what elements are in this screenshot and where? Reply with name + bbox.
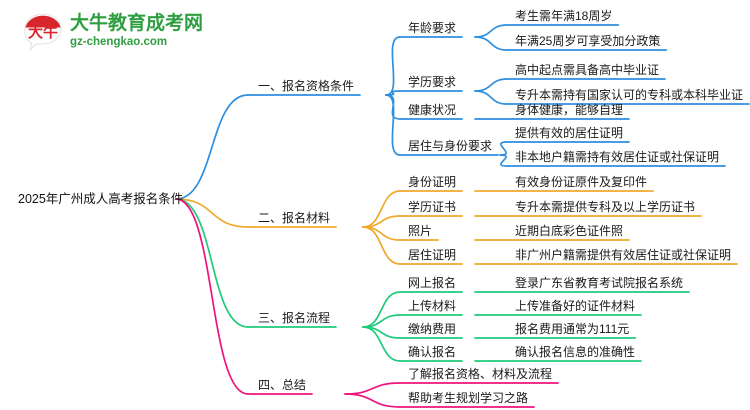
- branch4-item-1[interactable]: 了解报名资格、材料及流程: [408, 367, 553, 381]
- branch2-child-4[interactable]: 居住证明: [408, 248, 457, 262]
- branch1-leaf-1-2[interactable]: 年满25周岁可享受加分政策: [515, 34, 661, 48]
- branch-label-4[interactable]: 四、总结: [258, 378, 307, 392]
- branch1-child-2[interactable]: 学历要求: [408, 75, 457, 89]
- branch2-leaf-2-1[interactable]: 专升本需提供专科及以上学历证书: [515, 200, 696, 214]
- branch2-child-1[interactable]: 身份证明: [408, 175, 457, 189]
- branch1-leaf-3-1[interactable]: 身体健康，能够自理: [515, 103, 624, 117]
- logo-mark-icon: 大牛: [22, 10, 64, 52]
- branch-label-1[interactable]: 一、报名资格条件: [258, 79, 355, 93]
- branch3-child-4[interactable]: 确认报名: [408, 345, 457, 359]
- branch4-item-2[interactable]: 帮助考生规划学习之路: [408, 391, 529, 405]
- branch3-leaf-4-1[interactable]: 确认报名信息的准确性: [515, 345, 636, 359]
- branch3-child-2[interactable]: 上传材料: [408, 299, 457, 313]
- svg-text:大牛: 大牛: [28, 23, 58, 41]
- branch3-leaf-3-1[interactable]: 报名费用通常为111元: [515, 322, 630, 336]
- branch3-leaf-1-1[interactable]: 登录广东省教育考试院报名系统: [515, 276, 684, 290]
- branch1-child-1[interactable]: 年龄要求: [408, 21, 457, 35]
- logo-title: 大牛教育成考网: [70, 12, 204, 34]
- branch1-leaf-4-1[interactable]: 提供有效的居住证明: [515, 126, 624, 140]
- branch1-leaf-2-2[interactable]: 专升本需持有国家认可的专科或本科毕业证: [515, 88, 744, 102]
- branch1-leaf-4-2[interactable]: 非本地户籍需持有效居住证或社保证明: [515, 150, 720, 164]
- branch2-leaf-4-1[interactable]: 非广州户籍需提供有效居住证或社保证明: [515, 248, 732, 262]
- mindmap-root-label[interactable]: 2025年广州成人高考报名条件: [18, 191, 184, 206]
- branch3-leaf-2-1[interactable]: 上传准备好的证件材料: [515, 299, 636, 313]
- branch-label-3[interactable]: 三、报名流程: [258, 311, 331, 325]
- branch2-leaf-3-1[interactable]: 近期白底彩色证件照: [515, 224, 624, 238]
- branch1-child-4[interactable]: 居住与身份要求: [408, 139, 493, 153]
- logo-subtitle: gz-chengkao.com: [70, 35, 168, 48]
- branch2-leaf-1-1[interactable]: 有效身份证原件及复印件: [515, 175, 648, 189]
- branch3-child-1[interactable]: 网上报名: [408, 276, 457, 290]
- branch1-child-3[interactable]: 健康状况: [408, 103, 457, 117]
- branch1-leaf-2-1[interactable]: 高中起点需具备高中毕业证: [515, 63, 660, 77]
- site-logo[interactable]: 大牛 大牛教育成考网 gz-chengkao.com: [22, 8, 204, 54]
- branch3-child-3[interactable]: 缴纳费用: [408, 322, 457, 336]
- branch2-child-3[interactable]: 照片: [408, 224, 433, 238]
- branch2-child-2[interactable]: 学历证书: [408, 200, 457, 214]
- branch1-leaf-1-1[interactable]: 考生需年满18周岁: [515, 9, 613, 23]
- branch-label-2[interactable]: 二、报名材料: [258, 211, 331, 225]
